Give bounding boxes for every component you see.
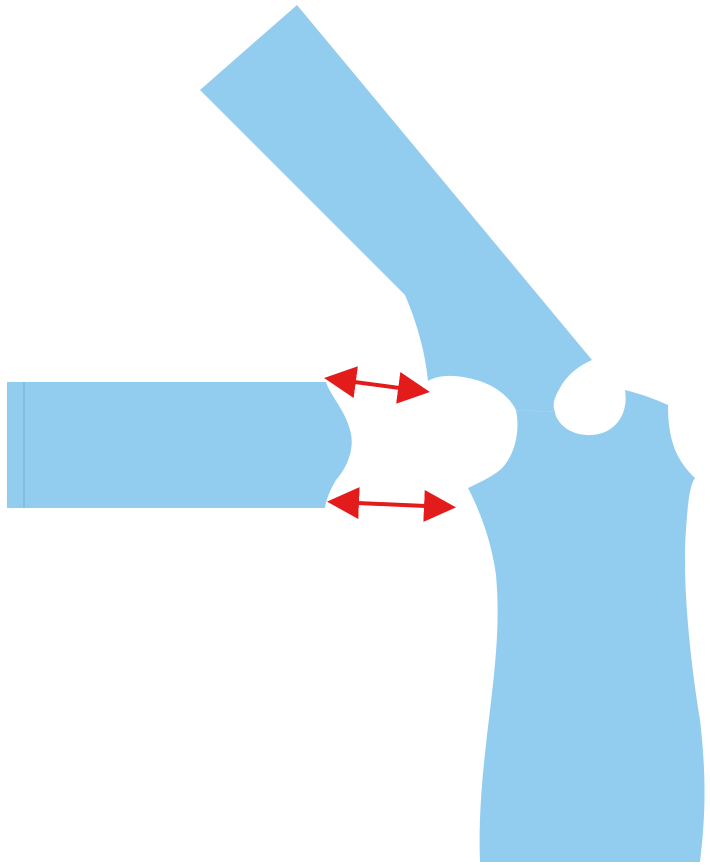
upper-gap-arrow [324, 366, 430, 404]
upper-diagonal-arm [200, 5, 592, 412]
horizontal-arm [7, 382, 352, 508]
lower-body [468, 390, 705, 862]
lower-gap-arrow [327, 487, 456, 522]
